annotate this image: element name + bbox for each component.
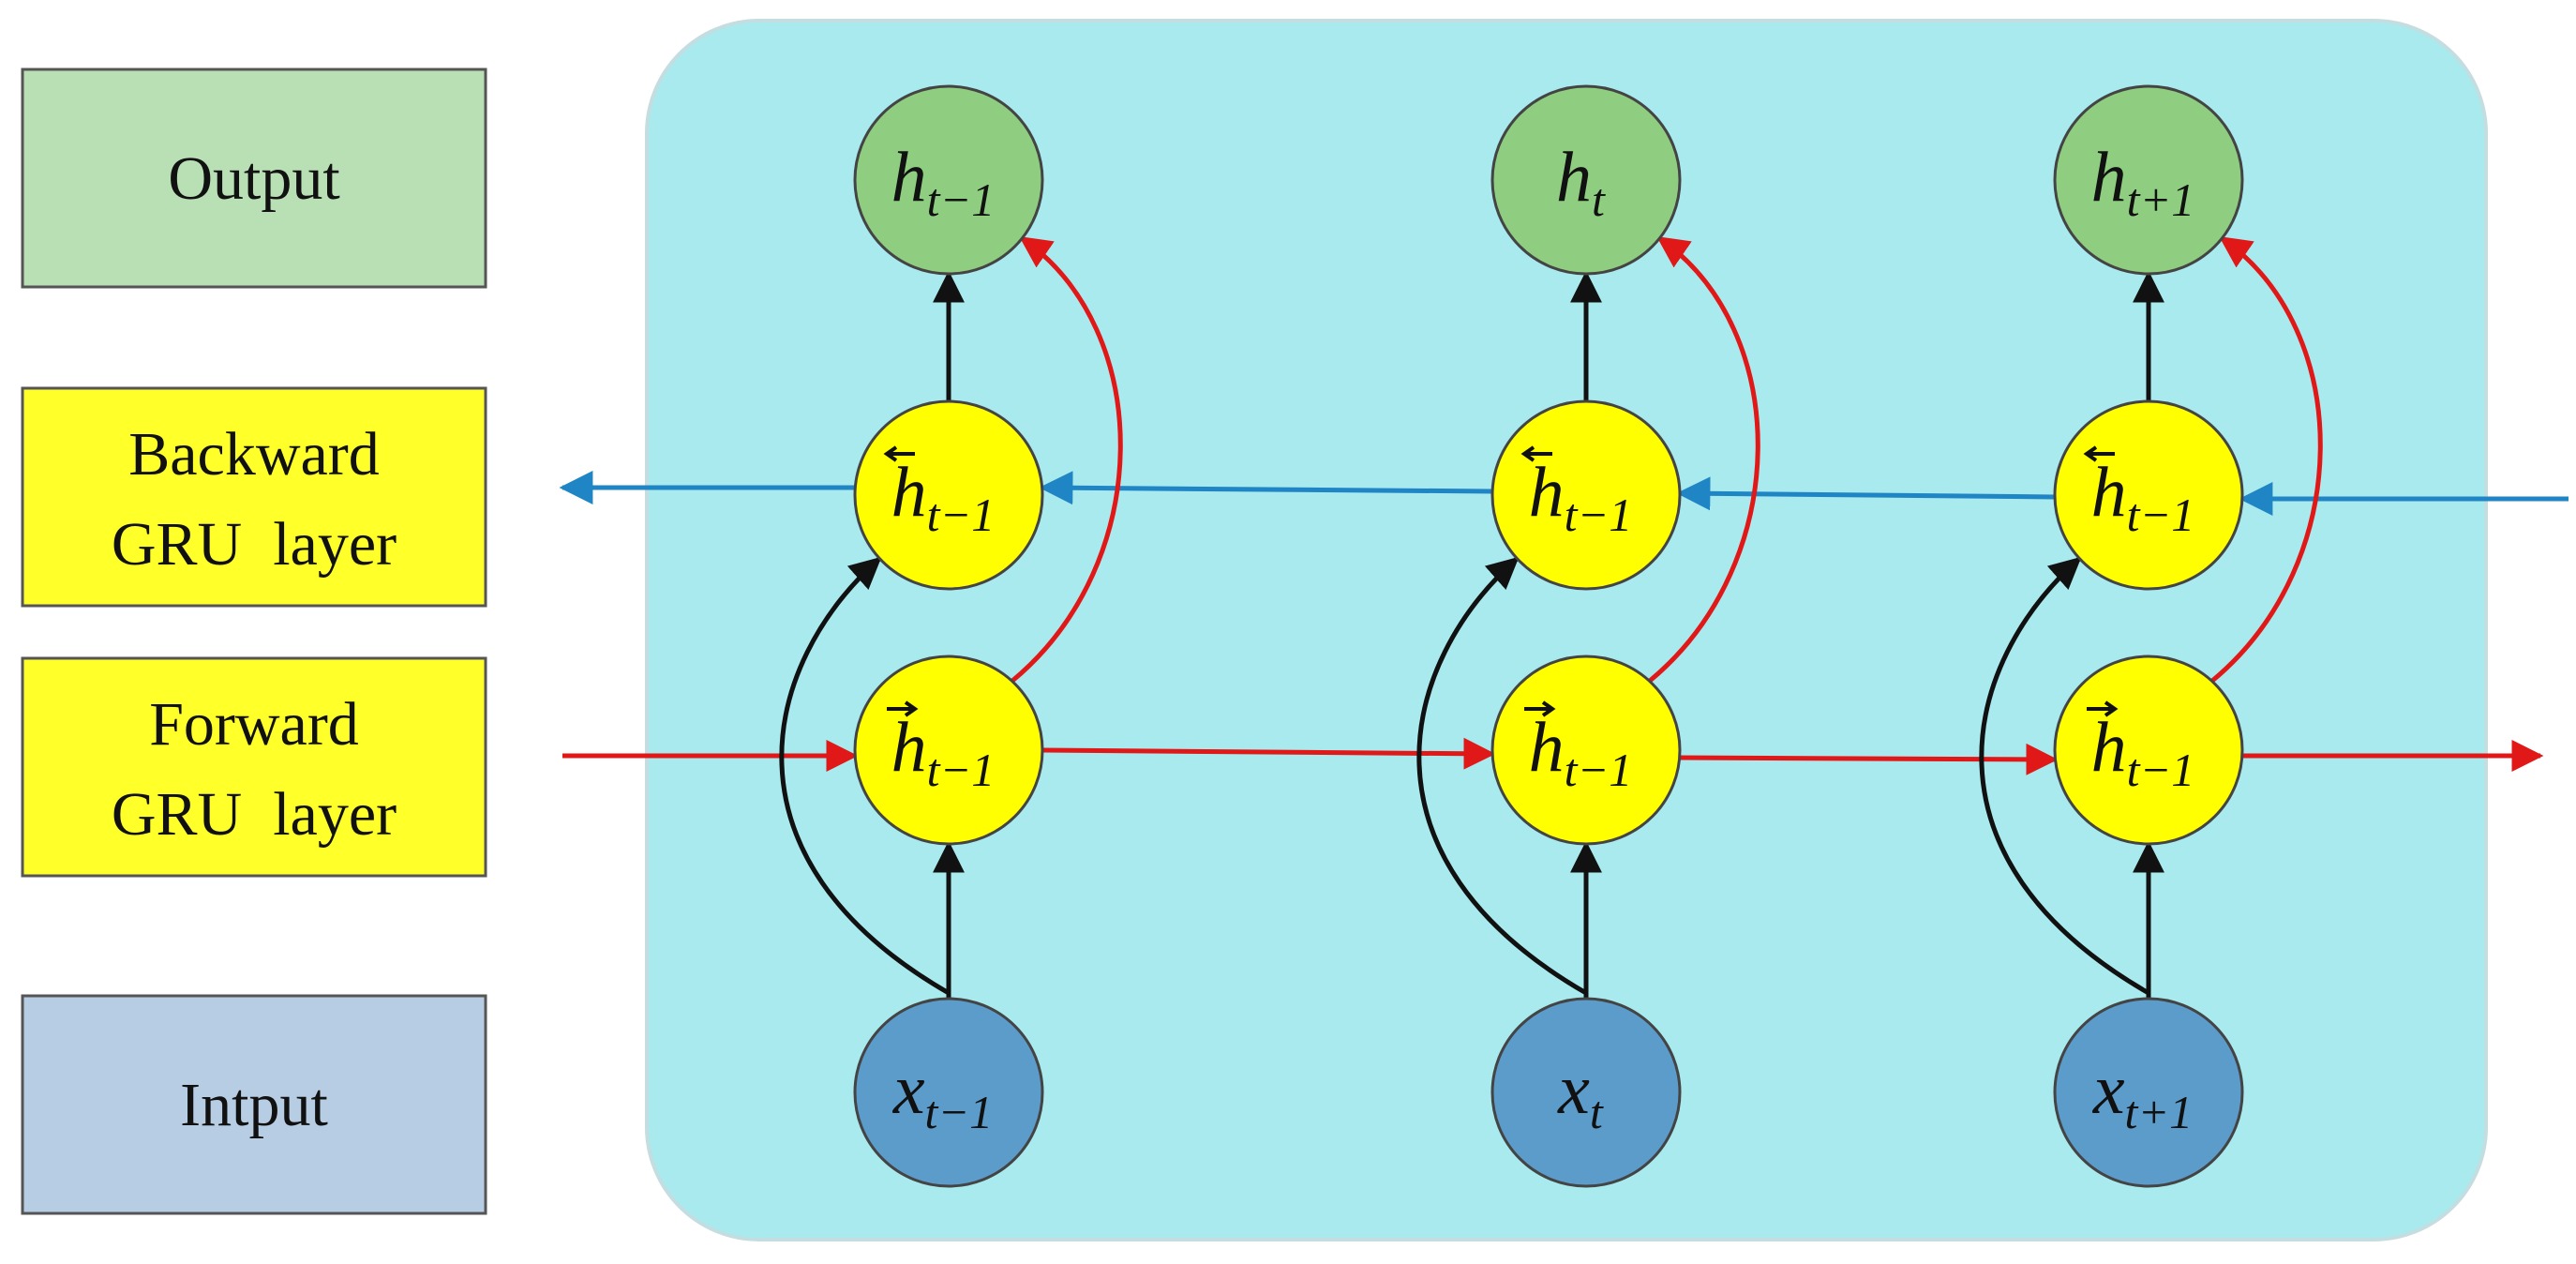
- input-node-label: xt+1: [2092, 1050, 2193, 1138]
- input-node-circle: [853, 997, 1044, 1188]
- vector-arrow-right-icon: [2087, 700, 2119, 717]
- backward-layer-label-line1: Backward: [128, 420, 380, 489]
- backward-node-label: ht−1: [891, 453, 996, 541]
- vector-arrow-right-icon: [887, 700, 919, 717]
- output-node: ht−1: [853, 84, 1044, 276]
- input-node: xt+1: [2053, 997, 2244, 1188]
- forward-node-circle: [1490, 655, 1682, 846]
- input-node: xt−1: [853, 997, 1044, 1188]
- forward-layer-label-line1: Forward: [149, 690, 359, 759]
- output-node-label: ht+1: [2091, 138, 2195, 226]
- forward-node-label: ht−1: [1529, 708, 1633, 796]
- forward-to-output-arrow: [1011, 235, 1123, 683]
- output-node-circle: [1490, 84, 1682, 276]
- input-to-backward-arrow: [779, 556, 951, 996]
- input-node-label: xt−1: [892, 1050, 993, 1138]
- forward-node-label: ht−1: [2091, 708, 2195, 796]
- output-node-label: ht−1: [891, 138, 996, 226]
- vector-arrow-left-icon: [2083, 445, 2115, 462]
- output-node-circle: [853, 84, 1044, 276]
- output-node-circle: [2053, 84, 2244, 276]
- input-node-circle: [1490, 997, 1682, 1188]
- forward-node: ht−1: [2053, 655, 2244, 846]
- backward-node-circle: [1490, 399, 1682, 591]
- forward-node-circle: [853, 655, 1044, 846]
- nodes: ht−1 ht−1 ht−1 xt−1 ht ht−1 ht−1 xt ht+1 ht−1 ht−1…: [853, 84, 2244, 1188]
- input-node: xt: [1490, 997, 1682, 1188]
- vector-arrow-right-icon: [1524, 700, 1556, 717]
- forward-layer-box: [21, 656, 487, 878]
- backward-arrow-3-2: [1676, 476, 2056, 511]
- backward-node-circle: [2053, 399, 2244, 591]
- forward-to-output-arrow: [1648, 235, 1760, 683]
- forward-node: ht−1: [1490, 655, 1682, 846]
- output-node-label: ht: [1556, 138, 1606, 226]
- backward-node: ht−1: [853, 399, 1044, 591]
- input-to-backward-arrow: [1416, 556, 1588, 996]
- vector-arrow-left-icon: [1520, 445, 1552, 462]
- input-layer-box: [21, 994, 487, 1215]
- input-to-backward-arrow: [1979, 556, 2150, 996]
- backward-node: ht−1: [1490, 399, 1682, 591]
- forward-node-label: ht−1: [891, 708, 996, 796]
- backward-node-label: ht−1: [2091, 453, 2195, 541]
- input-layer-label: Intput: [180, 1071, 328, 1139]
- arrows: [559, 235, 2569, 999]
- backward-node: ht−1: [2053, 399, 2244, 591]
- layer-labels: Output Backward GRU layer Forward GRU la…: [21, 68, 487, 1215]
- output-layer-box: [21, 68, 487, 289]
- forward-node-circle: [2053, 655, 2244, 846]
- vector-arrow-left-icon: [883, 445, 915, 462]
- backward-layer-label-line2: GRU layer: [112, 510, 397, 579]
- diagram-panel: [645, 19, 2488, 1241]
- forward-layer-label-line2: GRU layer: [112, 780, 397, 849]
- input-node-label: xt: [1557, 1050, 1604, 1138]
- forward-to-output-arrow: [2210, 235, 2323, 683]
- forward-arrow-2-3: [1679, 743, 2059, 775]
- output-layer-label: Output: [168, 144, 339, 213]
- output-node: ht+1: [2053, 84, 2244, 276]
- backward-node-label: ht−1: [1529, 453, 1633, 541]
- forward-node: ht−1: [853, 655, 1044, 846]
- input-node-circle: [2053, 997, 2244, 1188]
- backward-layer-box: [21, 386, 487, 608]
- backward-node-circle: [853, 399, 1044, 591]
- output-node: ht: [1490, 84, 1682, 276]
